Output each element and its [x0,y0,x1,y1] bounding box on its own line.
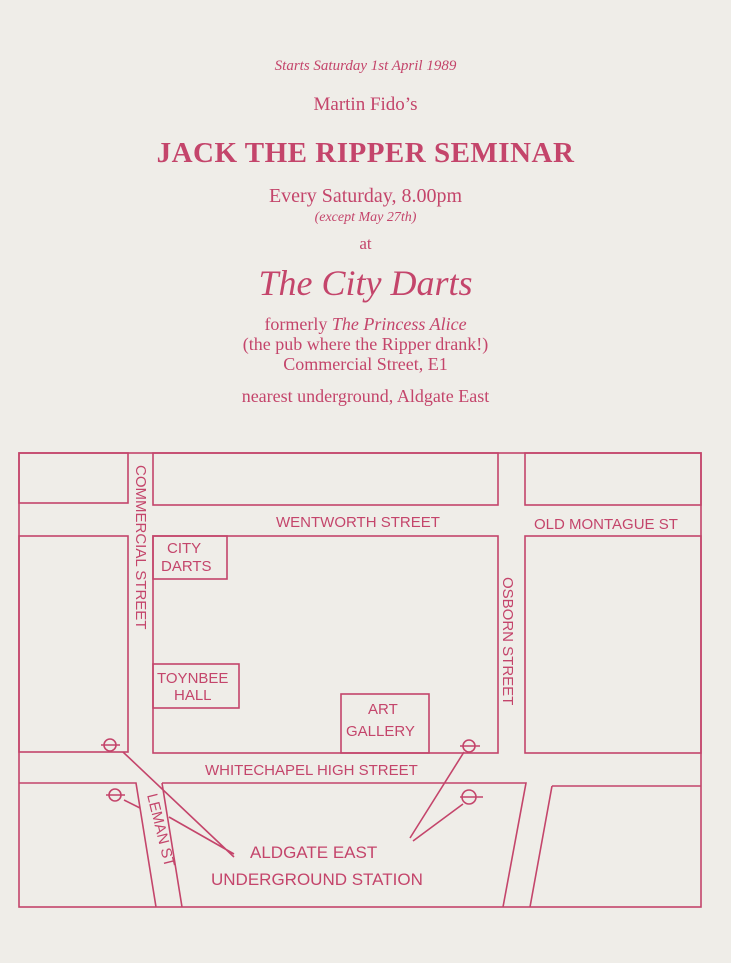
at-label: at [359,234,372,253]
schedule: Every Saturday, 8.00pm [268,185,463,207]
block [529,785,701,908]
underground-icon [106,788,125,802]
block [524,535,702,754]
art-gallery-building [340,693,430,754]
toynbee-hall-building [152,663,240,709]
former-pub-name: The Princess Alice [331,314,467,334]
art-gallery-label: ART [368,701,398,718]
old-montague-street-label: OLD MONTAGUE ST [534,516,678,533]
station-pointer-lines [122,751,465,858]
start-date: Starts Saturday 1st April 1989 [274,58,457,74]
city-darts-building [152,535,228,580]
station-name-label: ALDGATE EAST [250,843,377,862]
whitechapel-high-street-label: WHITECHAPEL HIGH STREET [205,762,418,779]
block [18,452,129,504]
underground-icon [460,739,480,753]
seminar-title: JACK THE RIPPER SEMINAR [156,137,575,169]
city-darts-label: DARTS [161,558,212,575]
block [152,452,499,506]
block [152,535,499,754]
block [161,782,527,908]
block [19,782,157,908]
block [524,452,702,506]
commercial-street-label: COMMERCIAL STREET [132,465,149,629]
osborn-street-label: OSBORN STREET [499,577,516,705]
underground-icon [101,738,120,752]
art-gallery-label: GALLERY [346,723,415,740]
city-darts-label: CITY [167,540,201,557]
venue-name: The City Darts [258,263,473,303]
address: Commercial Street, E1 [283,354,448,374]
author: Martin Fido’s [313,94,418,115]
schedule-exception: (except May 27th) [314,210,417,225]
block [18,535,129,753]
toynbee-hall-label: HALL [174,687,212,704]
toynbee-hall-label: TOYNBEE [157,670,228,687]
former-name: formerly The Princess Alice [0,314,731,335]
station-name-label: UNDERGROUND STATION [211,870,423,889]
wentworth-street-label: WENTWORTH STREET [276,514,440,531]
nearest-underground: nearest underground, Aldgate East [241,386,490,406]
pub-note: (the pub where the Ripper drank!) [242,334,489,354]
underground-icon [460,789,483,805]
formerly-prefix: formerly [264,314,332,334]
